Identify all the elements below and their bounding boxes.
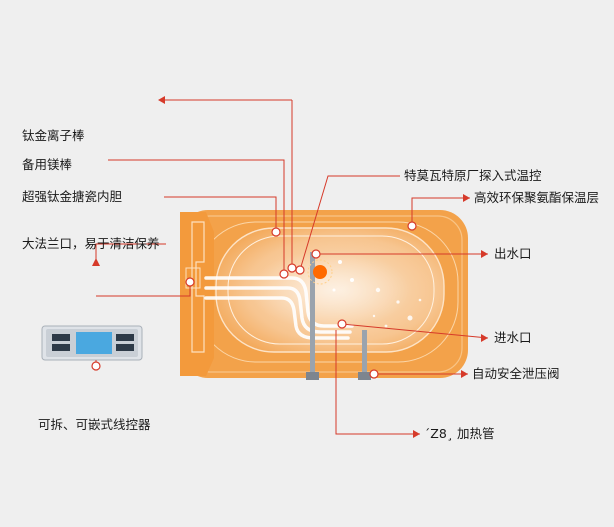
wire-controller-panel-icon xyxy=(41,325,143,361)
label-relief-valve: 自动安全泄压阀 xyxy=(472,366,560,381)
flange-cap xyxy=(180,212,214,376)
water-bubbles xyxy=(372,287,422,328)
label-water-inlet: 进水口 xyxy=(494,330,532,345)
label-titanium-rod: 钛金离子棒 xyxy=(22,128,85,143)
label-water-outlet: 出水口 xyxy=(494,246,532,261)
label-flange: 大法兰口，易于清洁保养 xyxy=(22,236,160,251)
label-controller: 可拆、可嵌式线控器 xyxy=(38,417,151,432)
label-backup-mg-rod: 备用镁棒 xyxy=(22,157,73,172)
label-enamel-liner: 超强钛金搪瓷内胆 xyxy=(22,189,123,204)
callout-markers xyxy=(91,221,417,379)
label-thermostat: 特莫瓦特原厂探入式温控 xyxy=(404,168,542,183)
leader-lines xyxy=(95,99,489,435)
water-pipes xyxy=(306,252,371,380)
arrowheads xyxy=(92,96,488,438)
label-heating-tube: ´Z8¸ 加热管 xyxy=(424,426,495,441)
label-insulation: 高效环保聚氨酯保温层 xyxy=(474,190,600,205)
heating-glow-icon xyxy=(307,259,354,292)
